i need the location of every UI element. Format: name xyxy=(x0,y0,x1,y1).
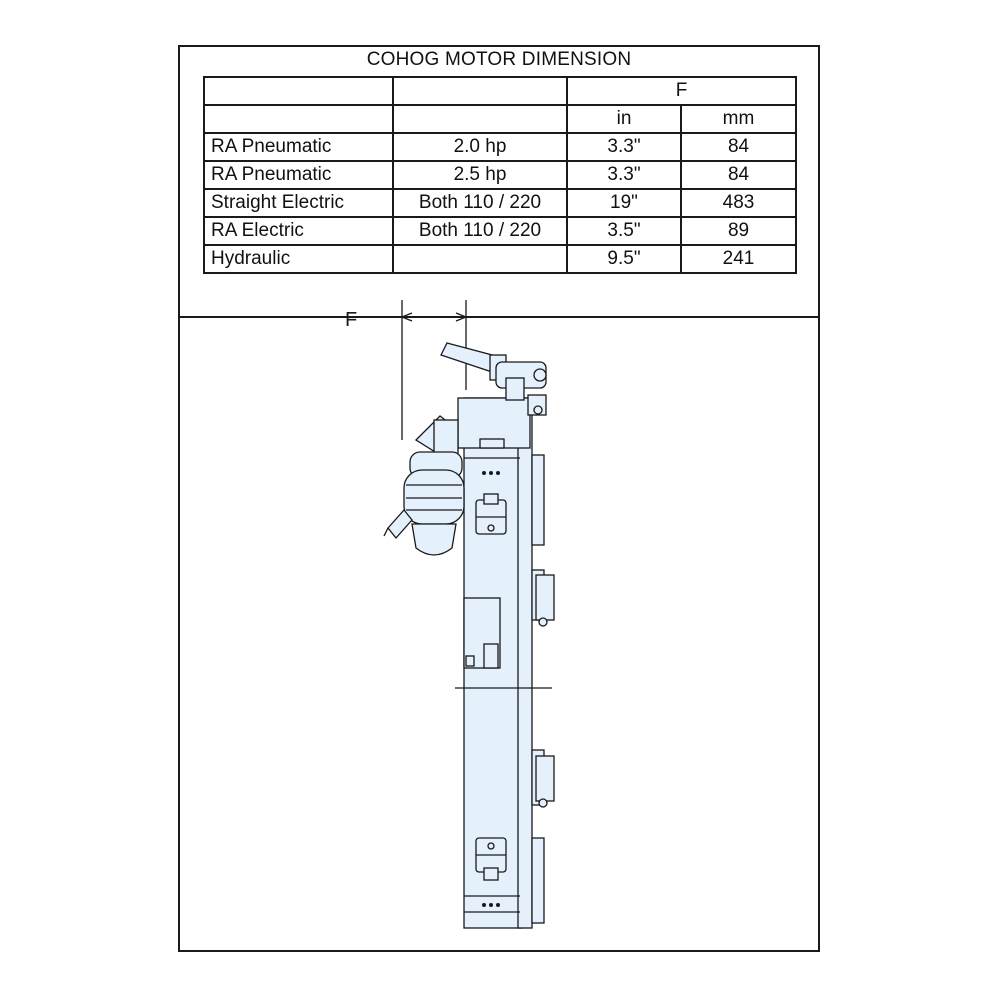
f-mm-cell: 241 xyxy=(679,244,798,274)
motor-type-cell: Straight Electric xyxy=(203,188,394,218)
motor-type-cell: RA Pneumatic xyxy=(203,132,394,162)
f-mm-cell: 84 xyxy=(679,160,798,190)
header-blank-cell xyxy=(203,104,394,134)
power-cell: 2.0 hp xyxy=(392,132,568,162)
dimension-table: F in mm RA Pneumatic 2.0 hp 3.3" 84 RA P… xyxy=(203,76,798,274)
header-in-cell: in xyxy=(566,104,682,134)
f-mm-cell: 84 xyxy=(679,132,798,162)
motor-type-cell: RA Electric xyxy=(203,216,394,246)
table-header-row-units: in mm xyxy=(203,104,798,134)
table-row: Straight Electric Both 110 / 220 19" 483 xyxy=(203,188,798,218)
power-cell: Both 110 / 220 xyxy=(392,216,568,246)
power-cell: 2.5 hp xyxy=(392,160,568,190)
header-mm-cell: mm xyxy=(679,104,798,134)
dimension-f-label: F xyxy=(345,309,357,331)
header-blank-cell xyxy=(392,104,568,134)
table-title: COHOG MOTOR DIMENSION xyxy=(366,49,632,70)
motor-type-cell: RA Pneumatic xyxy=(203,160,394,190)
dimension-f-indicator xyxy=(332,300,468,440)
plate-cutout xyxy=(463,597,501,669)
motor-body xyxy=(383,415,465,556)
f-inches-cell: 3.3" xyxy=(566,160,682,190)
table-row: RA Pneumatic 2.0 hp 3.3" 84 xyxy=(203,132,798,162)
side-block-lower xyxy=(535,755,555,808)
motor-type-cell: Hydraulic xyxy=(203,244,394,274)
header-f-cell: F xyxy=(565,76,798,106)
header-blank-cell xyxy=(392,76,568,106)
table-row: RA Electric Both 110 / 220 3.5" 89 xyxy=(203,216,798,246)
frame-divider xyxy=(178,316,820,318)
power-cell: Both 110 / 220 xyxy=(392,188,568,218)
drawing-frame xyxy=(178,45,820,952)
table-row: Hydraulic 9.5" 241 xyxy=(203,244,798,274)
lever-handle xyxy=(440,342,547,416)
f-mm-cell: 89 xyxy=(679,216,798,246)
header-blank-cell xyxy=(203,76,394,106)
table-row: RA Pneumatic 2.5 hp 3.3" 84 xyxy=(203,160,798,190)
plate-holes xyxy=(482,471,500,907)
f-inches-cell: 3.3" xyxy=(566,132,682,162)
bolt-bracket-upper xyxy=(475,493,507,535)
power-cell xyxy=(392,244,568,274)
f-inches-cell: 19" xyxy=(566,188,682,218)
f-mm-cell: 483 xyxy=(679,188,798,218)
f-inches-cell: 3.5" xyxy=(566,216,682,246)
table-header-row-group: F xyxy=(203,76,798,106)
f-inches-cell: 9.5" xyxy=(566,244,682,274)
side-block-upper xyxy=(535,574,555,627)
bolt-bracket-lower xyxy=(475,837,507,881)
